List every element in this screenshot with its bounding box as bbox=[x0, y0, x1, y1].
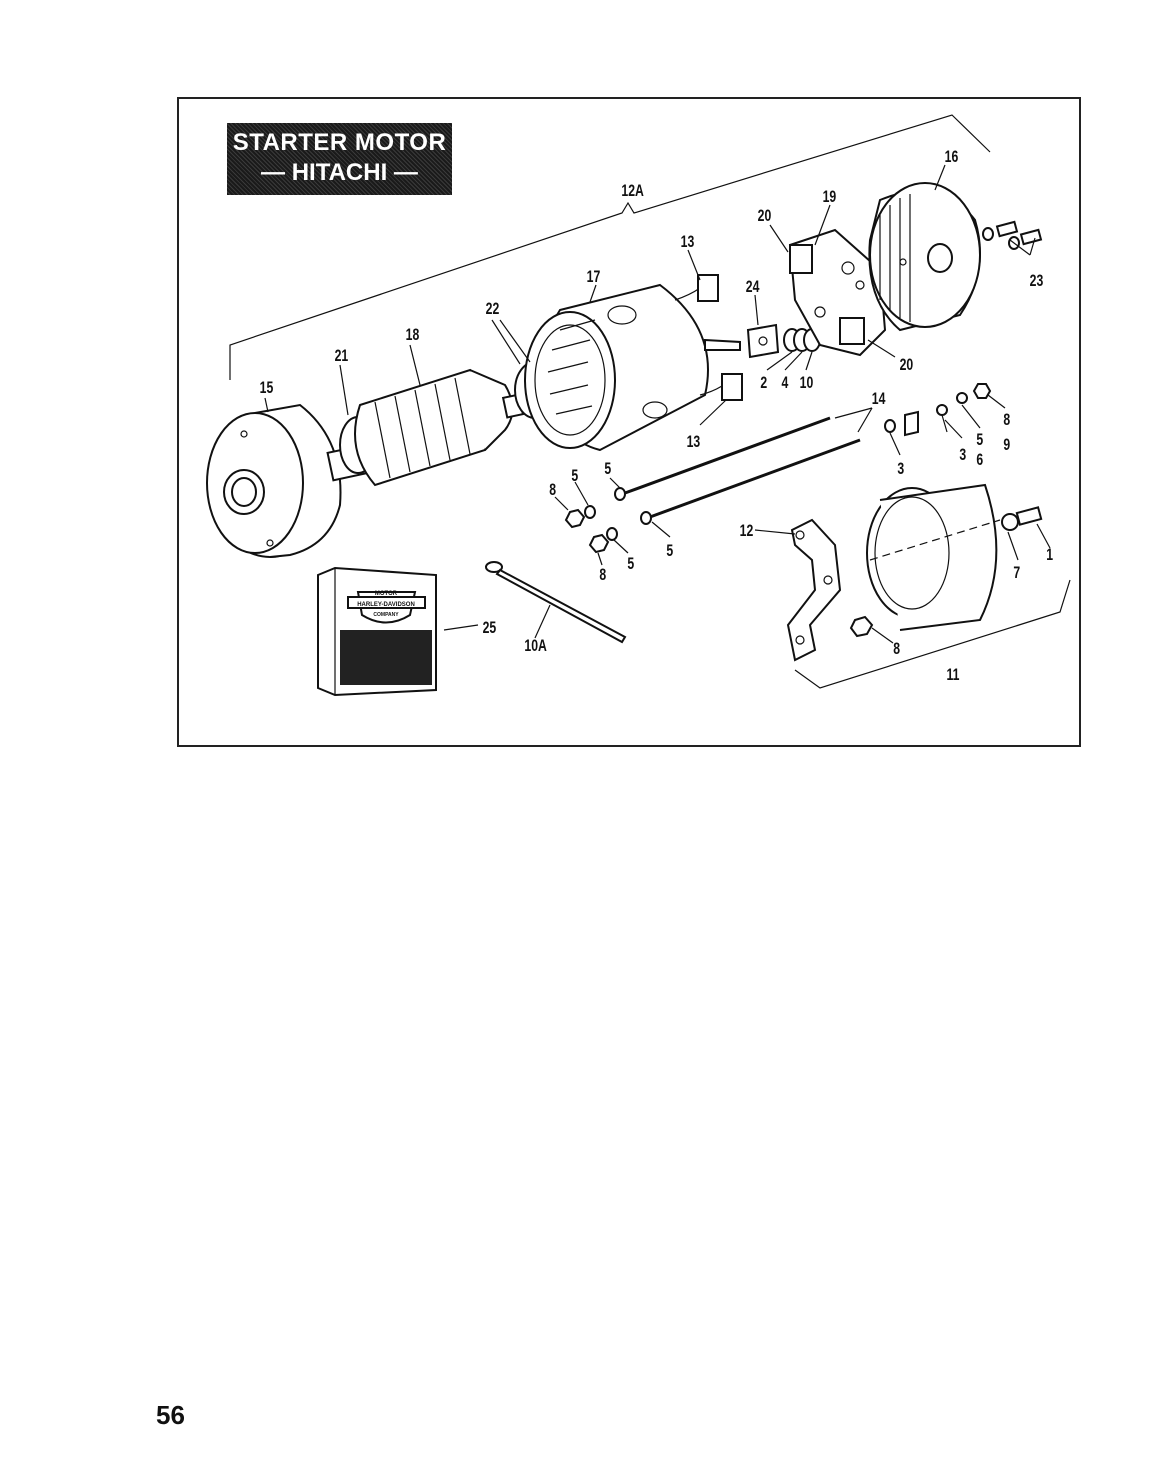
label-10: 10 bbox=[800, 374, 814, 392]
nuts-washers-cluster bbox=[564, 505, 618, 554]
label-21: 21 bbox=[335, 347, 349, 365]
diagram-title-box: STARTER MOTOR — HITACHI — bbox=[227, 123, 452, 195]
label-14: 14 bbox=[872, 390, 886, 408]
logo-text-middle: HARLEY-DAVIDSON bbox=[357, 602, 415, 608]
label-8-left: 8 bbox=[549, 481, 556, 499]
parts-1-7-screw-lockwasher bbox=[1001, 506, 1043, 531]
part-23-screws bbox=[982, 220, 1043, 250]
label-25: 25 bbox=[483, 619, 497, 637]
bracket-12a bbox=[229, 114, 991, 380]
label-4: 4 bbox=[781, 374, 788, 392]
page-number: 56 bbox=[156, 1400, 185, 1430]
label-3-left: 3 bbox=[897, 460, 904, 478]
label-5-right: 5 bbox=[976, 431, 983, 449]
label-12a: 12A bbox=[621, 182, 644, 200]
label-12: 12 bbox=[740, 522, 754, 540]
diagram-frame bbox=[177, 97, 1081, 747]
part-10a-cable-strap bbox=[485, 561, 627, 644]
part-11-shield bbox=[866, 483, 1001, 631]
label-9: 9 bbox=[1003, 436, 1010, 454]
part-14-through-bolts bbox=[614, 416, 861, 525]
leader-lines bbox=[264, 164, 1051, 644]
part-19-brush-holder bbox=[788, 228, 887, 357]
label-13-top: 13 bbox=[681, 233, 695, 251]
label-8-bracket: 8 bbox=[893, 640, 900, 658]
part-labels: 12A 16 19 20 13 17 24 23 22 18 21 15 2 4… bbox=[260, 148, 1053, 684]
terminal-hardware bbox=[884, 383, 992, 437]
title-line-1: STARTER MOTOR bbox=[232, 129, 447, 156]
label-16: 16 bbox=[945, 148, 959, 166]
label-22: 22 bbox=[486, 300, 500, 318]
label-6: 6 bbox=[976, 451, 983, 469]
part-13-brush-lower bbox=[699, 373, 743, 401]
label-13-bottom: 13 bbox=[687, 433, 701, 451]
label-17: 17 bbox=[587, 268, 601, 286]
label-2: 2 bbox=[760, 374, 767, 392]
label-18: 18 bbox=[406, 326, 420, 344]
label-1: 1 bbox=[1046, 546, 1053, 564]
label-11: 11 bbox=[947, 666, 960, 684]
label-15: 15 bbox=[260, 379, 274, 397]
title-line-2: — HITACHI — bbox=[261, 159, 418, 186]
part-16-end-cover bbox=[868, 182, 981, 332]
label-20-top: 20 bbox=[758, 207, 772, 225]
label-19: 19 bbox=[823, 188, 837, 206]
label-10a: 10A bbox=[524, 637, 547, 655]
label-5-upper: 5 bbox=[571, 467, 578, 485]
label-23: 23 bbox=[1030, 272, 1044, 290]
label-5-bolt: 5 bbox=[604, 460, 611, 478]
label-20-bottom: 20 bbox=[900, 356, 914, 374]
label-7: 7 bbox=[1013, 564, 1020, 582]
part-13-brush-upper bbox=[674, 274, 719, 302]
part-24-insulator bbox=[746, 323, 780, 359]
label-5-lower: 5 bbox=[627, 555, 634, 573]
logo-text-top: MOTOR bbox=[375, 591, 398, 597]
part-15-drive-housing bbox=[206, 403, 342, 558]
label-8-lower: 8 bbox=[599, 566, 606, 584]
bracket-11 bbox=[794, 579, 1071, 689]
logo-text-bottom: COMPANY bbox=[373, 612, 399, 618]
label-24: 24 bbox=[746, 278, 760, 296]
part-17-field-frame bbox=[524, 283, 741, 452]
part-12-bracket bbox=[786, 518, 874, 662]
label-5-bolt-lower: 5 bbox=[666, 542, 673, 560]
label-3-mid: 3 bbox=[959, 446, 966, 464]
part-18-armature bbox=[326, 368, 525, 487]
part-25-service-box: MOTOR HARLEY-DAVIDSON COMPANY bbox=[317, 566, 437, 697]
label-8-right: 8 bbox=[1003, 411, 1010, 429]
